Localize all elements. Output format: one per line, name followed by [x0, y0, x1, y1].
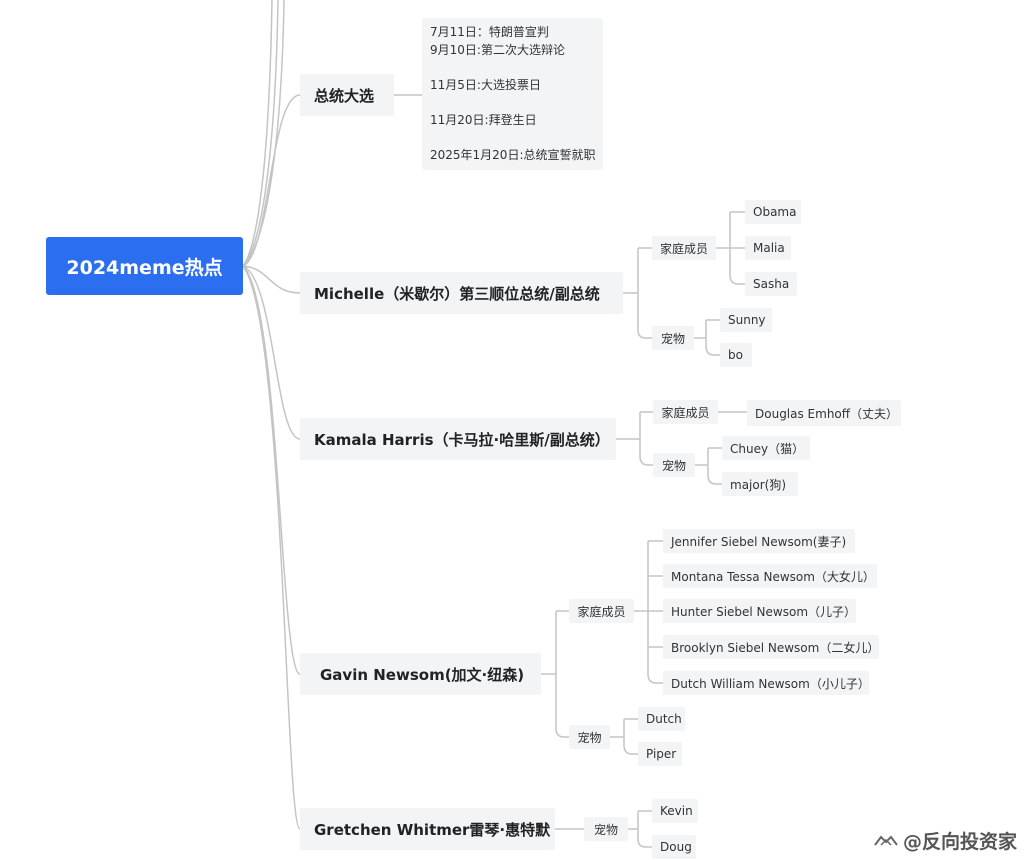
harris-pets-label[interactable]: 宠物 [653, 453, 695, 477]
topic-michelle[interactable]: Michelle（米歇尔）第三顺位总统/副总统 [300, 272, 623, 314]
event-item: 11月20日:拜登生日 [430, 112, 537, 127]
newsom-family-item[interactable]: Dutch William Newsom（小儿子） [663, 671, 870, 695]
michelle-family-item[interactable]: Obama [745, 200, 801, 224]
michelle-pets-label[interactable]: 宠物 [652, 326, 694, 350]
event-item: 11月5日:大选投票日 [430, 77, 541, 92]
topic-newsom[interactable]: Gavin Newsom(加文·纽森) [300, 653, 541, 695]
michelle-family-item[interactable]: Sasha [745, 272, 797, 296]
watermark-text: @反向投资家 [902, 831, 1017, 853]
newsom-family-item[interactable]: Jennifer Siebel Newsom(妻子) [663, 529, 855, 553]
newsom-pet-item[interactable]: Dutch [638, 707, 685, 731]
michelle-family-item[interactable]: Malia [745, 236, 791, 260]
newsom-family-item[interactable]: Hunter Siebel Newsom（儿子） [663, 599, 856, 623]
topic-whitmer[interactable]: Gretchen Whitmer雷琴·惠特默 [300, 808, 555, 850]
whitmer-pet-item[interactable]: Kevin [652, 799, 698, 823]
harris-family-label[interactable]: 家庭成员 [653, 400, 718, 424]
michelle-family-label[interactable]: 家庭成员 [652, 236, 716, 260]
election-timeline-note[interactable]: 7月11日：特朗普宣判 9月10日:第二次大选辩论 11月5日:大选投票日 11… [422, 18, 603, 170]
event-item: 2025年1月20日:总统宣誓就职 [430, 147, 596, 162]
topic-election[interactable]: 总统大选 [300, 74, 394, 116]
newsom-family-label[interactable]: 家庭成员 [569, 599, 634, 623]
root-topic[interactable]: 2024meme热点 [46, 237, 243, 295]
newsom-family-item[interactable]: Montana Tessa Newsom（大女儿） [663, 564, 877, 588]
topic-harris[interactable]: Kamala Harris（卡马拉·哈里斯/副总统） [300, 418, 616, 460]
harris-pet-item[interactable]: Chuey（猫） [722, 436, 810, 460]
michelle-pet-item[interactable]: bo [720, 343, 752, 367]
newsom-family-item[interactable]: Brooklyn Siebel Newsom（二女儿） [663, 635, 879, 659]
brand-logo-icon [874, 834, 898, 846]
watermark: @反向投资家 [873, 827, 1017, 854]
event-item: 7月11日：特朗普宣判 [430, 25, 549, 39]
event-item: 9月10日:第二次大选辩论 [430, 42, 565, 57]
whitmer-pet-item[interactable]: Doug [652, 835, 696, 859]
harris-pet-item[interactable]: major(狗) [722, 472, 798, 496]
whitmer-pets-label[interactable]: 宠物 [584, 817, 628, 841]
harris-family-item[interactable]: Douglas Emhoff（丈夫） [747, 400, 901, 426]
newsom-pets-label[interactable]: 宠物 [569, 725, 610, 749]
michelle-pet-item[interactable]: Sunny [720, 308, 772, 332]
newsom-pet-item[interactable]: Piper [638, 742, 682, 766]
